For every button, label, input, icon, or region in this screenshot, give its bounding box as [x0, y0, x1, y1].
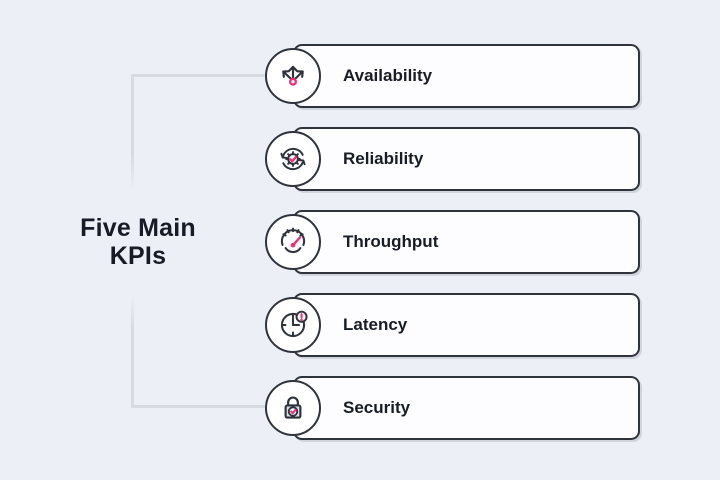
gauge-icon [265, 214, 321, 270]
kpi-label: Reliability [343, 149, 424, 168]
connector-top-vertical [131, 74, 134, 190]
branch-arrows-icon [265, 48, 321, 104]
connector-bottom-horizontal [131, 405, 265, 408]
kpi-label: Latency [343, 315, 408, 334]
diagram-title: Five Main KPIs [40, 214, 236, 270]
kpi-label: Throughput [343, 232, 439, 251]
title-line-1: Five Main [80, 214, 196, 242]
kpi-box-latency: Latency [265, 293, 640, 357]
connector-top-horizontal [131, 74, 265, 77]
connector-bottom-vertical [131, 296, 134, 408]
lock-check-icon [265, 380, 321, 436]
kpi-box-reliability: Reliability [265, 127, 640, 191]
kpi-box-throughput: Throughput [265, 210, 640, 274]
gear-sync-icon [265, 131, 321, 187]
kpi-box-availability: Availability [265, 44, 640, 108]
title-line-2: KPIs [109, 242, 167, 270]
clock-alert-icon [265, 297, 321, 353]
kpi-label: Security [343, 398, 411, 417]
kpi-label: Availability [343, 66, 433, 85]
kpi-box-security: Security [265, 376, 640, 440]
